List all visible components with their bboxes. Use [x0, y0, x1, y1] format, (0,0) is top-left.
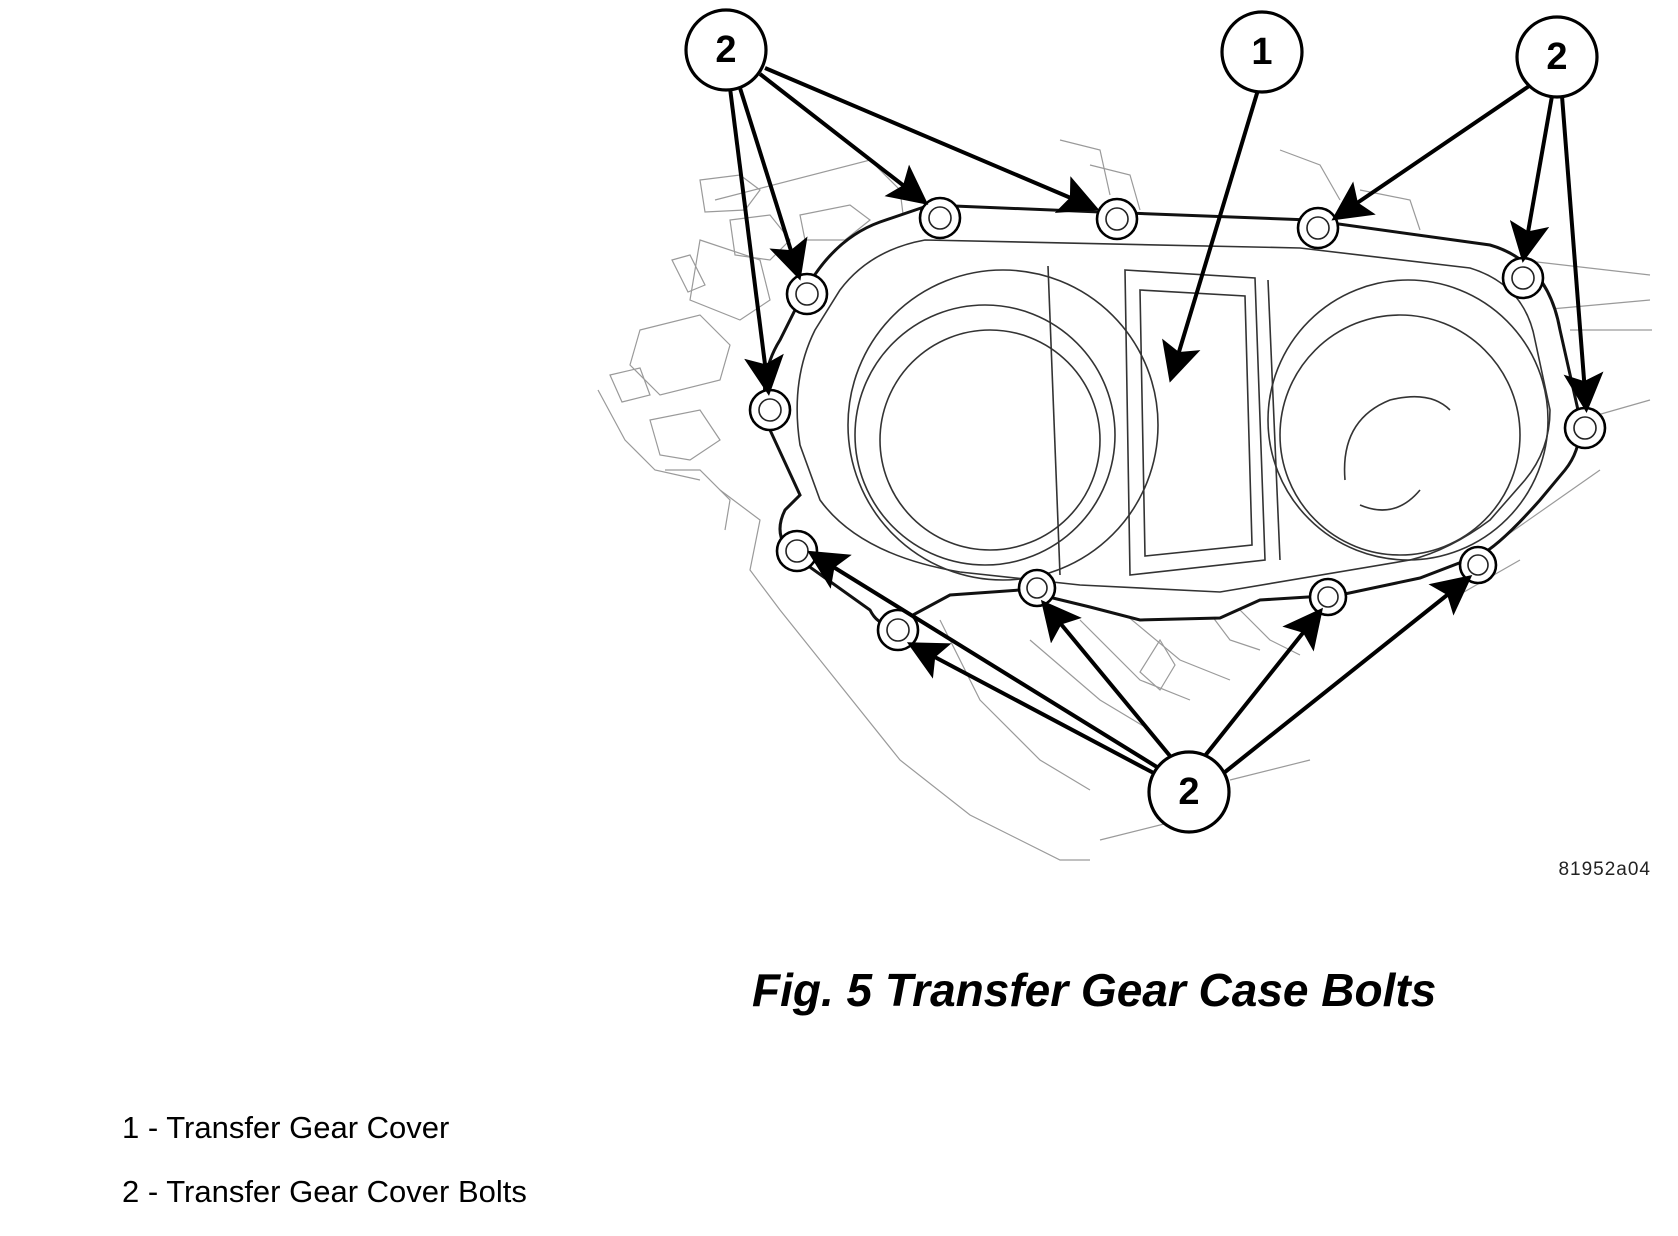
leader-arrow: [1162, 89, 1260, 383]
bolt: [1296, 206, 1340, 250]
leader-arrow: [1509, 95, 1554, 263]
leader-arrow: [764, 66, 1100, 213]
leader-arrow: [1040, 599, 1177, 764]
bolt: [775, 529, 819, 573]
legend-item: 2 - Transfer Gear Cover Bolts: [122, 1174, 527, 1209]
bolt: [918, 196, 962, 240]
leader-arrow: [728, 87, 784, 396]
bolt: [1563, 406, 1607, 450]
leader-arrow: [807, 550, 1167, 774]
transfer-gear-cover: [762, 203, 1582, 626]
callout-number: 2: [715, 29, 736, 71]
callout-2-bottom: 2: [1147, 750, 1231, 834]
image-code: 81952a04: [1558, 859, 1651, 880]
leader-arrow: [1218, 575, 1473, 778]
legend-item: 1 - Transfer Gear Cover: [122, 1110, 450, 1145]
bolt: [1501, 256, 1545, 300]
callout-2-top-left: 2: [684, 8, 768, 92]
callout-number: 2: [1546, 36, 1567, 78]
callout-1: 1: [1220, 10, 1304, 94]
callout-2-top-right: 2: [1515, 15, 1599, 99]
figure-caption: Fig. 5 Transfer Gear Case Bolts: [752, 964, 1437, 1016]
transmission-housing-background: [597, 139, 1652, 861]
callout-number: 1: [1251, 31, 1272, 73]
bolt: [1017, 568, 1057, 608]
cover-bolts: [748, 196, 1607, 652]
bolt: [1458, 545, 1498, 585]
legend: 1 - Transfer Gear Cover 2 - Transfer Gea…: [122, 1108, 527, 1236]
bolt: [748, 388, 792, 432]
bolt: [1095, 197, 1139, 241]
callout-number: 2: [1178, 771, 1199, 813]
leader-arrow: [1198, 607, 1323, 764]
leader-arrow: [1560, 95, 1604, 413]
leader-arrow: [1331, 80, 1537, 221]
bolt: [1308, 577, 1348, 617]
leader-arrow: [758, 72, 929, 205]
bolt: [785, 272, 829, 316]
leader-arrow: [738, 87, 808, 281]
leader-lines: [728, 66, 1604, 780]
leader-arrow: [906, 642, 1164, 780]
bolt: [876, 608, 920, 652]
